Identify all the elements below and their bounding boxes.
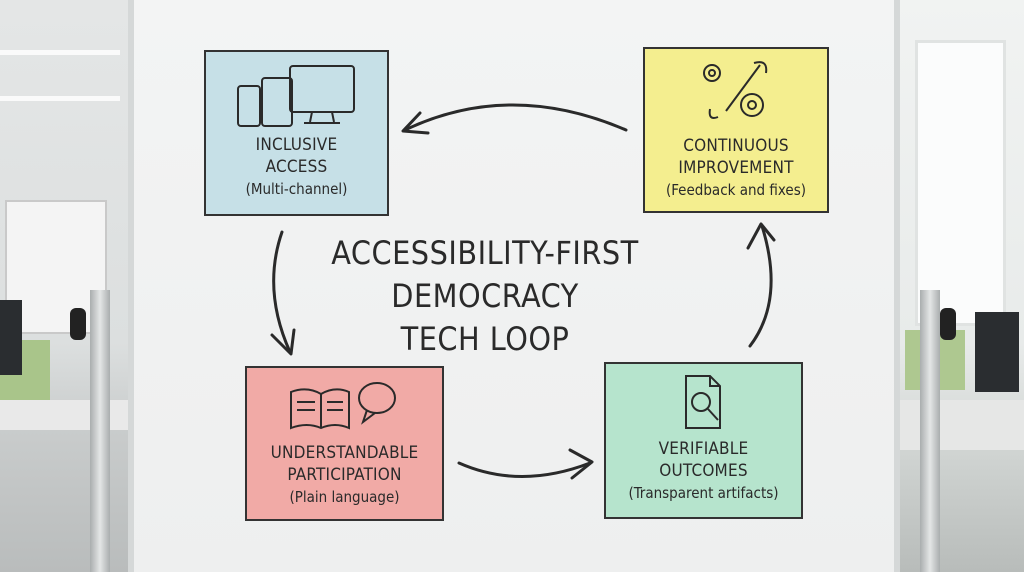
- node-title: UNDERSTANDABLE: [270, 443, 419, 463]
- node-understandable-participation: UNDERSTANDABLE PARTICIPATION (Plain lang…: [245, 366, 444, 521]
- arrow-improvement-to-access: [401, 103, 628, 135]
- node-inclusive-access: INCLUSIVE ACCESS (Multi-channel): [204, 50, 389, 216]
- node-title: CONTINUOUS: [683, 136, 789, 156]
- devices-icon: [236, 65, 355, 127]
- title-line: ACCESSIBILITY-FIRST: [331, 234, 639, 272]
- arrow-participation-to-outcomes: [457, 448, 594, 480]
- diagram-title: ACCESSIBILITY-FIRST DEMOCRACY TECH LOOP: [320, 232, 650, 361]
- node-subtitle: (Plain language): [289, 488, 400, 506]
- background-monitor: [975, 312, 1019, 392]
- background-monitor: [0, 300, 22, 375]
- office-background-left: [0, 0, 135, 572]
- title-line: TECH LOOP: [400, 320, 570, 358]
- arrow-access-to-participation: [270, 230, 296, 356]
- node-title: VERIFIABLE: [658, 439, 749, 459]
- background-window: [915, 40, 1006, 326]
- whiteboard-stand-right: [920, 290, 940, 572]
- background-desk: [895, 400, 1024, 450]
- node-verifiable-outcomes: VERIFIABLE OUTCOMES (Transparent artifac…: [604, 362, 803, 519]
- wrench-gears-icon: [703, 61, 768, 119]
- node-title: ACCESS: [265, 157, 328, 177]
- ceiling-light: [0, 96, 120, 101]
- whiteboard-stand-left: [90, 290, 110, 572]
- stand-knob-left: [70, 308, 86, 340]
- book-speech-icon: [289, 382, 396, 430]
- node-subtitle: (Transparent artifacts): [628, 484, 779, 502]
- arrow-outcomes-to-improvement: [746, 222, 776, 348]
- node-subtitle: (Multi-channel): [245, 180, 348, 198]
- node-title: OUTCOMES: [659, 461, 748, 481]
- node-title: IMPROVEMENT: [678, 158, 794, 178]
- ceiling-light: [0, 50, 120, 55]
- node-title: INCLUSIVE: [255, 135, 338, 155]
- node-title: PARTICIPATION: [287, 465, 402, 485]
- title-line: DEMOCRACY: [391, 277, 579, 315]
- node-subtitle: (Feedback and fixes): [665, 181, 807, 199]
- node-continuous-improvement: CONTINUOUS IMPROVEMENT (Feedback and fix…: [643, 47, 829, 213]
- stand-knob-right: [940, 308, 956, 340]
- document-search-icon: [684, 375, 721, 429]
